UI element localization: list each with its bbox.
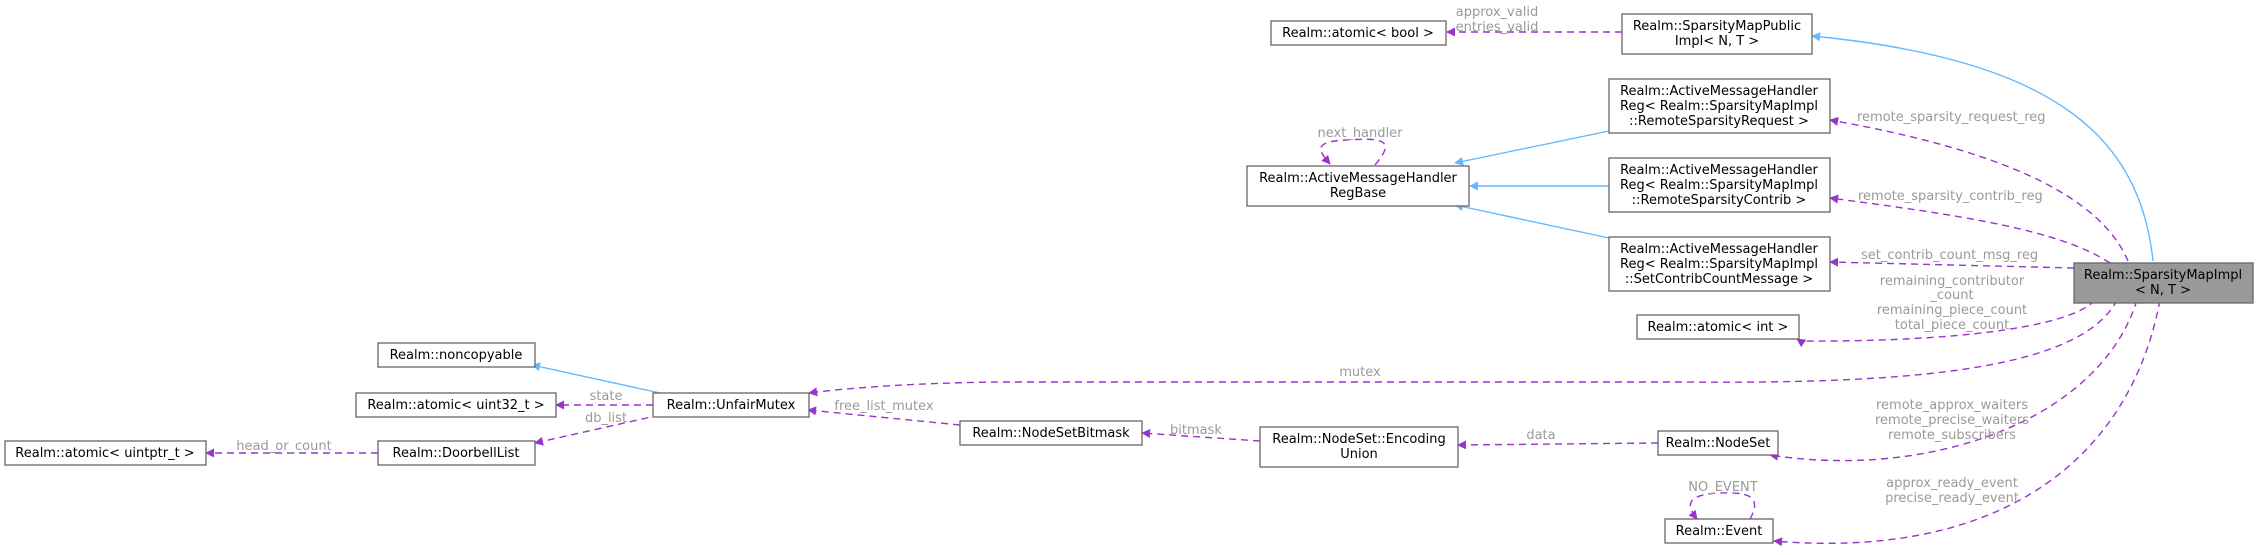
node-atomic-bool[interactable]: Realm::atomic< bool > (1270, 20, 1447, 46)
svg-text:Realm::NodeSetBitmask: Realm::NodeSetBitmask (972, 426, 1130, 441)
svg-text:Realm::atomic< uint32_t >: Realm::atomic< uint32_t > (367, 398, 544, 413)
node-atomic-uintptr[interactable]: Realm::atomic< uintptr_t > (4, 440, 207, 466)
edge-mutex-to-doorbell (534, 414, 661, 446)
edge-impl-to-nodeset (1769, 299, 2138, 462)
edge-impl-to-mutex (808, 299, 2118, 397)
edge-impl-to-contrib (1829, 194, 2111, 264)
edge-bitmask-to-mutex (807, 406, 961, 426)
label-mutex: mutex (1339, 365, 1381, 380)
inheritance-edges (531, 32, 2154, 394)
node-unfair-mutex[interactable]: Realm::UnfairMutex (652, 392, 810, 418)
label-remote-sparsity-request-reg: remote_sparsity_request_reg (1857, 110, 2046, 125)
label-db-list: db_list (585, 411, 627, 426)
node-atomic-int[interactable]: Realm::atomic< int > (1636, 314, 1800, 340)
svg-text:Realm::DoorbellList: Realm::DoorbellList (393, 446, 520, 461)
edge-impl-to-public-impl (1811, 32, 2154, 262)
node-doorbell-list[interactable]: Realm::DoorbellList (377, 440, 536, 466)
node-atomic-uint32[interactable]: Realm::atomic< uint32_t > (355, 392, 557, 418)
label-no-event: NO_EVENT (1688, 480, 1758, 495)
label-bitmask: bitmask (1170, 423, 1222, 438)
label-data: data (1526, 428, 1555, 443)
node-node-set[interactable]: Realm::NodeSet (1657, 430, 1779, 456)
label-remote-sparsity-contrib-reg: remote_sparsity_contrib_reg (1858, 189, 2043, 204)
svg-text:Realm::UnfairMutex: Realm::UnfairMutex (667, 398, 796, 413)
svg-text:Realm::Event: Realm::Event (1676, 524, 1763, 539)
node-noncopyable[interactable]: Realm::noncopyable (377, 342, 536, 368)
usage-edges (205, 27, 2161, 547)
node-node-set-bitmask[interactable]: Realm::NodeSetBitmask (959, 420, 1143, 446)
node-sparsity-map-impl[interactable]: Realm::SparsityMapImpl< N, T > (2073, 262, 2254, 304)
edge-union-to-bitmask (1141, 429, 1261, 442)
edge-impl-to-request (1829, 116, 2129, 262)
label-state: state (590, 389, 623, 404)
edge-request-to-regbase (1454, 130, 1610, 166)
edge-nodeset-to-union (1457, 440, 1659, 450)
edge-regbase-self-loop (1320, 138, 1386, 166)
svg-text:Realm::NodeSet: Realm::NodeSet (1666, 436, 1771, 451)
svg-text:Realm::atomic< int >: Realm::atomic< int > (1648, 320, 1789, 335)
edge-impl-to-event (1773, 299, 2161, 547)
node-event[interactable]: Realm::Event (1664, 518, 1774, 544)
edge-impl-to-atomic-int (1796, 299, 2096, 348)
label-set-contrib-count-msg-reg: set_contrib_count_msg_reg (1861, 248, 2038, 263)
edge-impl-to-setcount (1829, 257, 2075, 269)
label-next-handler: next_handler (1318, 126, 1404, 141)
label-head-or-count: head_or_count (236, 439, 331, 454)
svg-text:Realm::SparsityMapImpl< N, T >: Realm::SparsityMapImpl< N, T > (2084, 268, 2242, 298)
edge-event-self-loop (1688, 492, 1756, 520)
edge-setcount-to-regbase (1454, 202, 1610, 239)
svg-text:Realm::atomic< uintptr_t >: Realm::atomic< uintptr_t > (15, 446, 194, 461)
svg-text:Realm::atomic< bool >: Realm::atomic< bool > (1282, 26, 1434, 41)
svg-text:Realm::noncopyable: Realm::noncopyable (390, 348, 523, 363)
nodes: Realm::SparsityMapImpl< N, T > Realm::Sp… (4, 13, 2254, 544)
edge-mutex-to-noncopyable (531, 362, 661, 394)
label-free-list-mutex: free_list_mutex (834, 399, 933, 414)
